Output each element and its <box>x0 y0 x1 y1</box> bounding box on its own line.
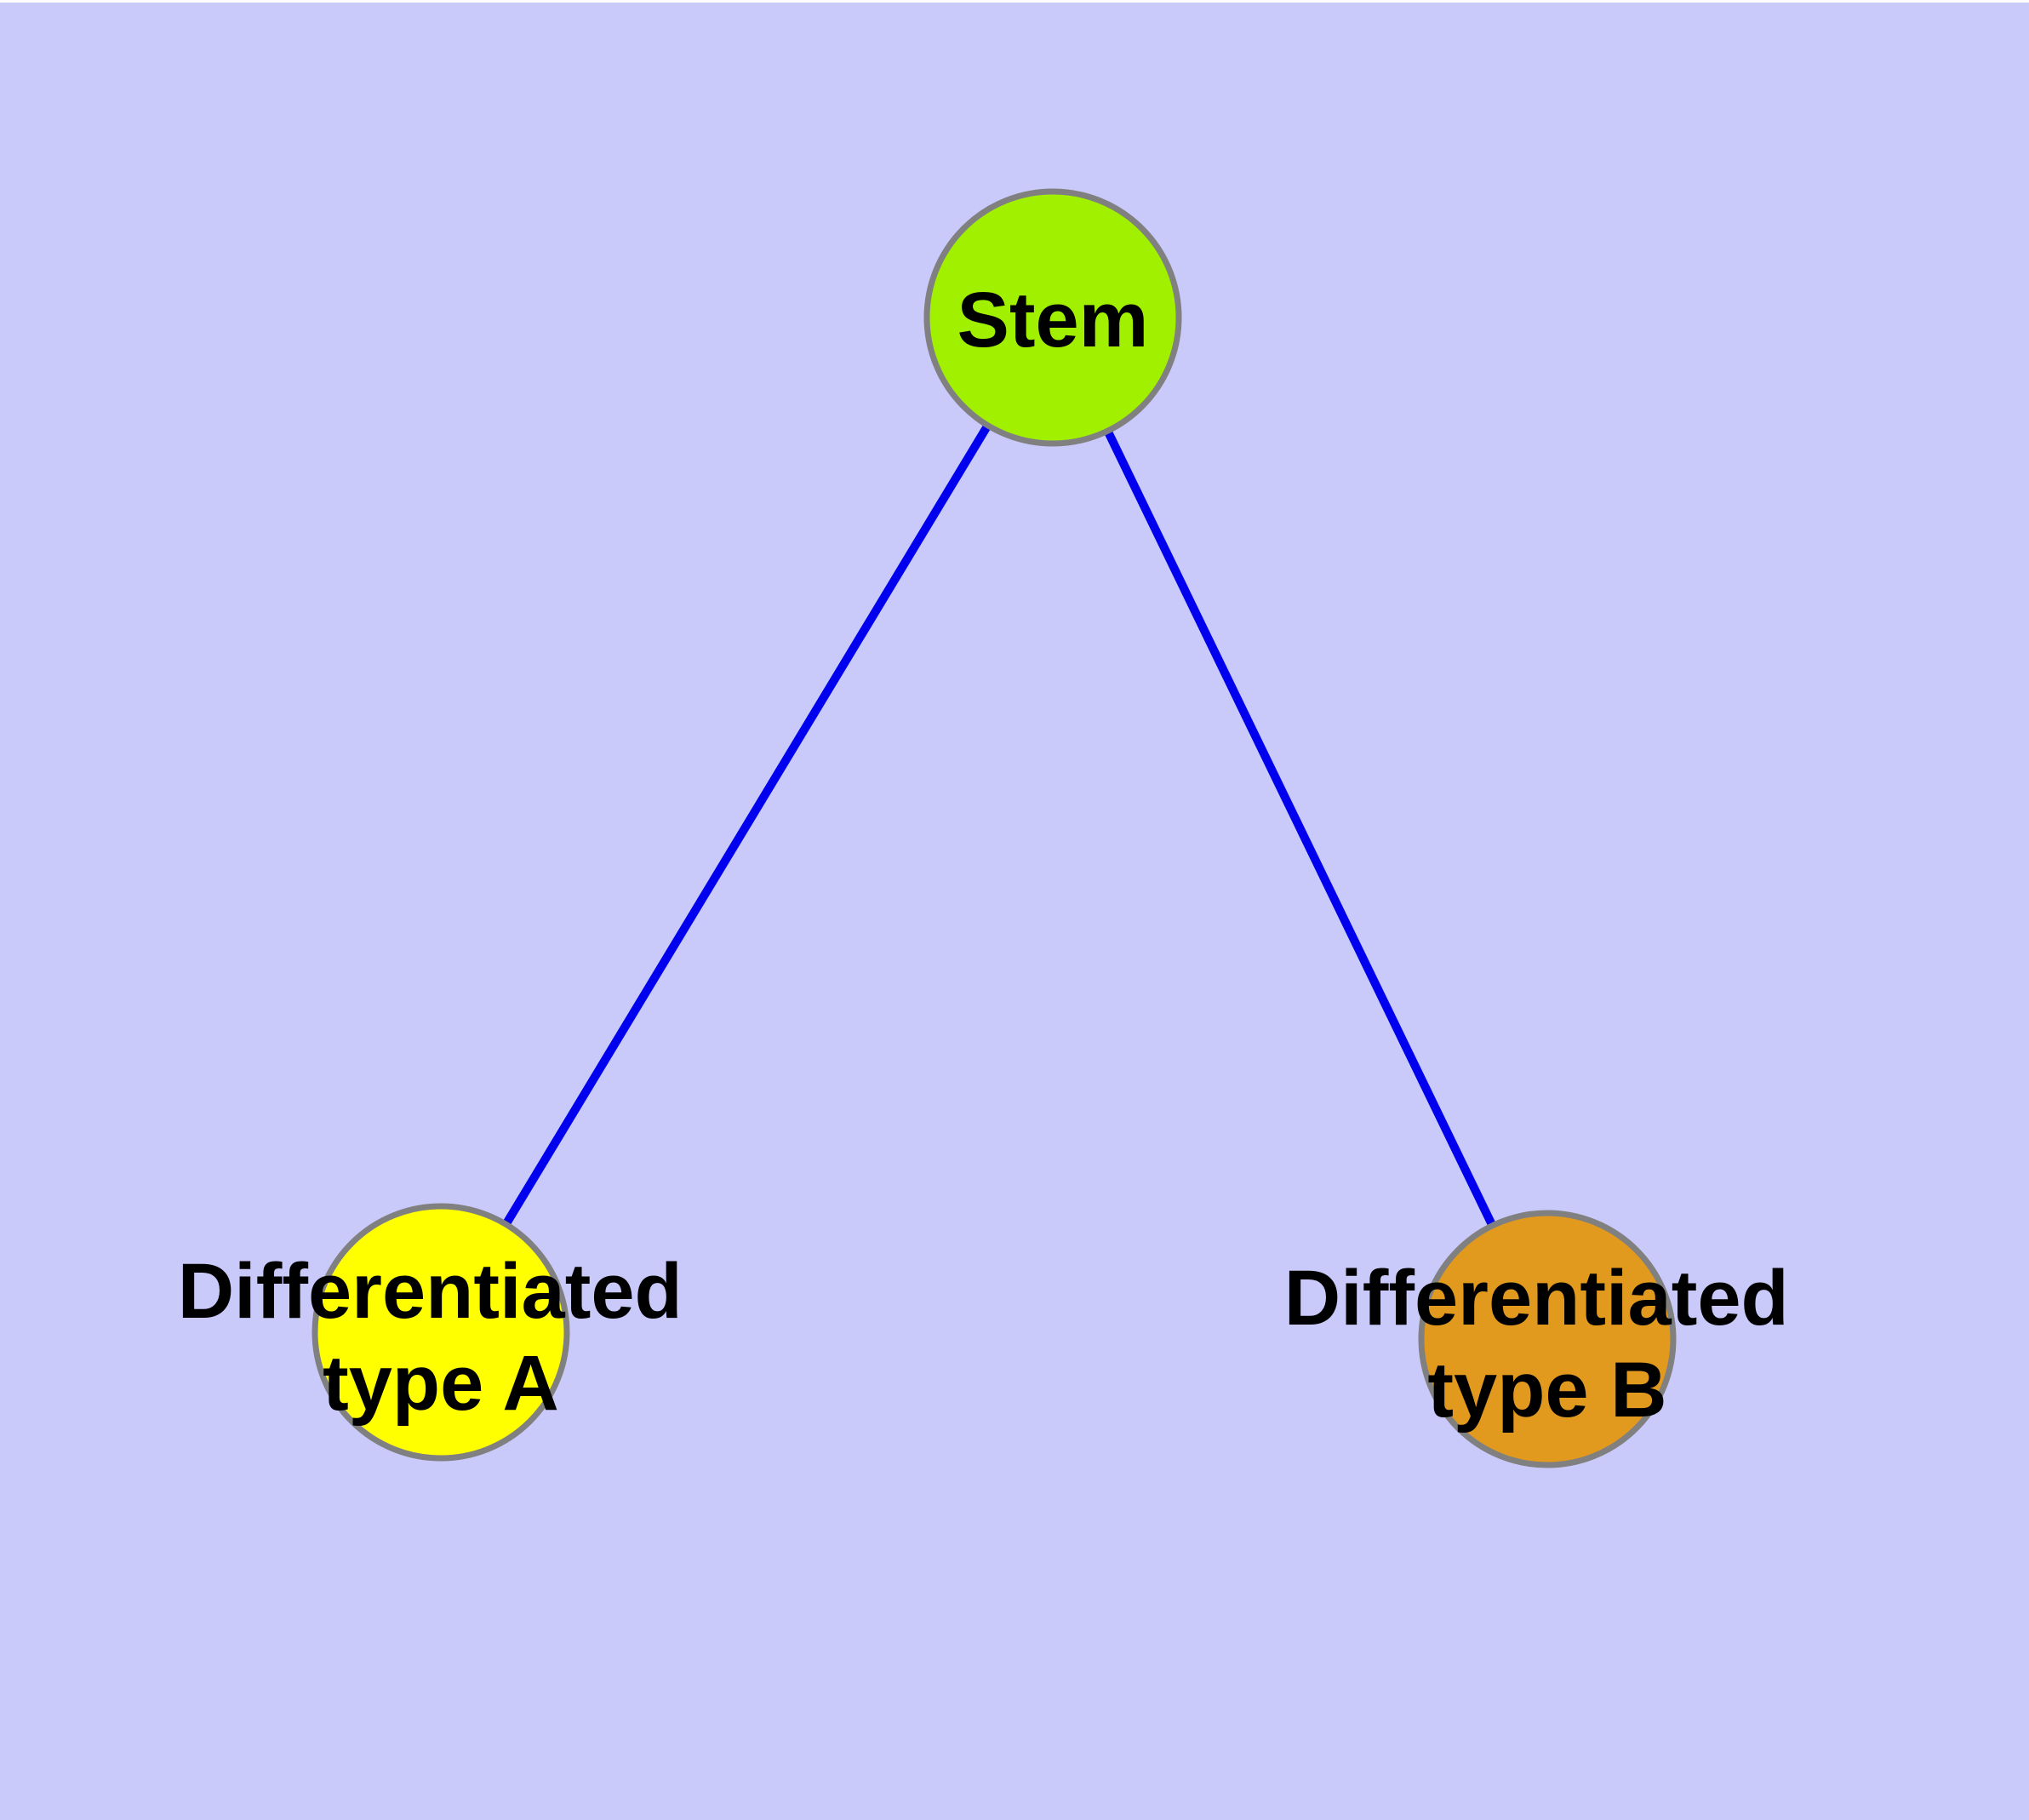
node-type-a-circle <box>311 1203 570 1462</box>
node-stem-label-line: Stem <box>957 277 1149 363</box>
node-stem-circle <box>923 188 1182 447</box>
edge-stem-to-type-b <box>1049 315 1552 1342</box>
node-type-b-circle <box>1418 1210 1677 1468</box>
node-stem-label: Stem <box>957 277 1149 363</box>
node-type-b-label-line-1: Differentiated <box>1284 1255 1789 1342</box>
top-hairline <box>0 0 2029 3</box>
node-type-a-label-line-1: Differentiated <box>178 1248 683 1335</box>
node-type-b-label: Differentiated type B <box>1284 1228 1811 1434</box>
edge-stem-to-type-a <box>437 315 1057 1335</box>
node-type-b-label-line-2: type B <box>1427 1347 1666 1434</box>
node-type-a-label: Differentiated type A <box>178 1222 705 1427</box>
node-type-a-label-line-2: type A <box>323 1340 559 1427</box>
